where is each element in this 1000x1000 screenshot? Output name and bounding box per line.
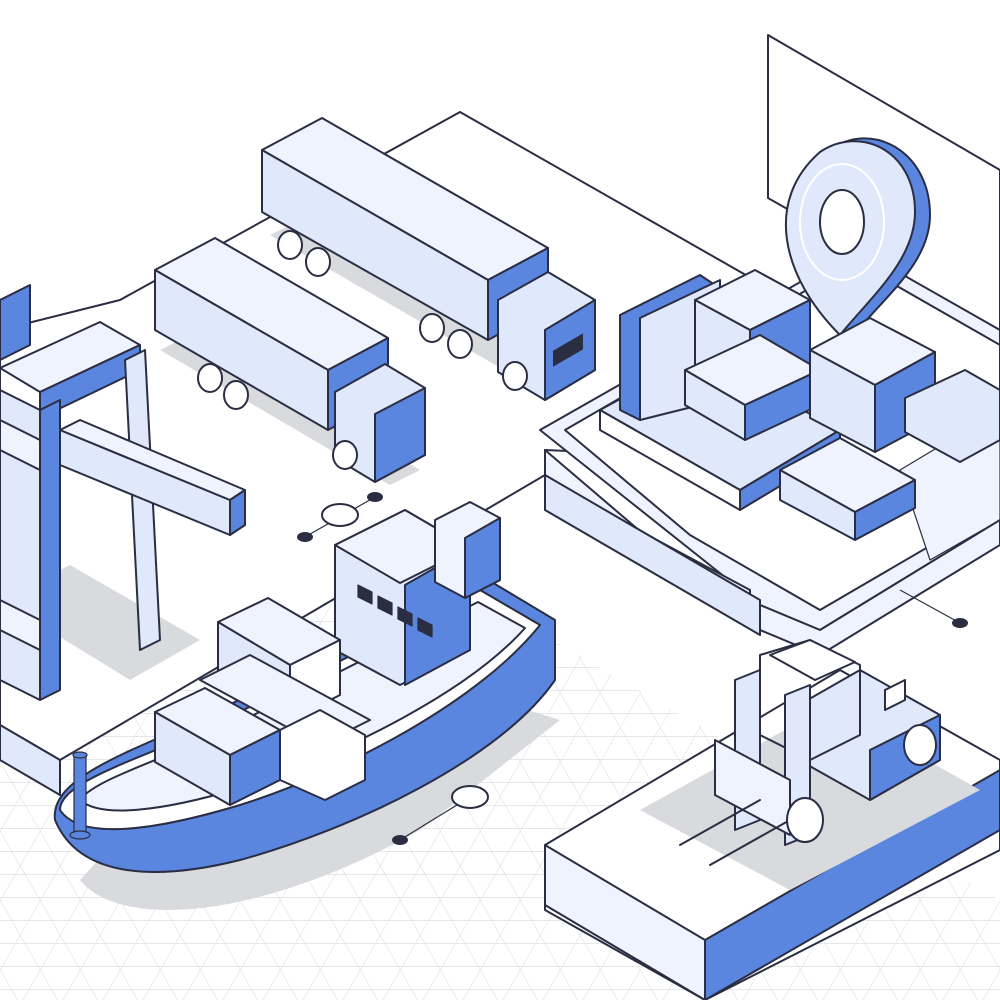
forklift-icon: [679, 639, 941, 866]
connector-node-icon: [297, 492, 968, 845]
container-ship-icon: [53, 501, 560, 910]
harbor-edge: [0, 449, 761, 796]
pallet-boxes-icon: [599, 269, 1000, 541]
crane-icon: [0, 284, 246, 701]
truck-icon-rear: [261, 117, 596, 401]
truck-icon-front: [154, 237, 426, 485]
map-pin-icon: [784, 137, 931, 341]
